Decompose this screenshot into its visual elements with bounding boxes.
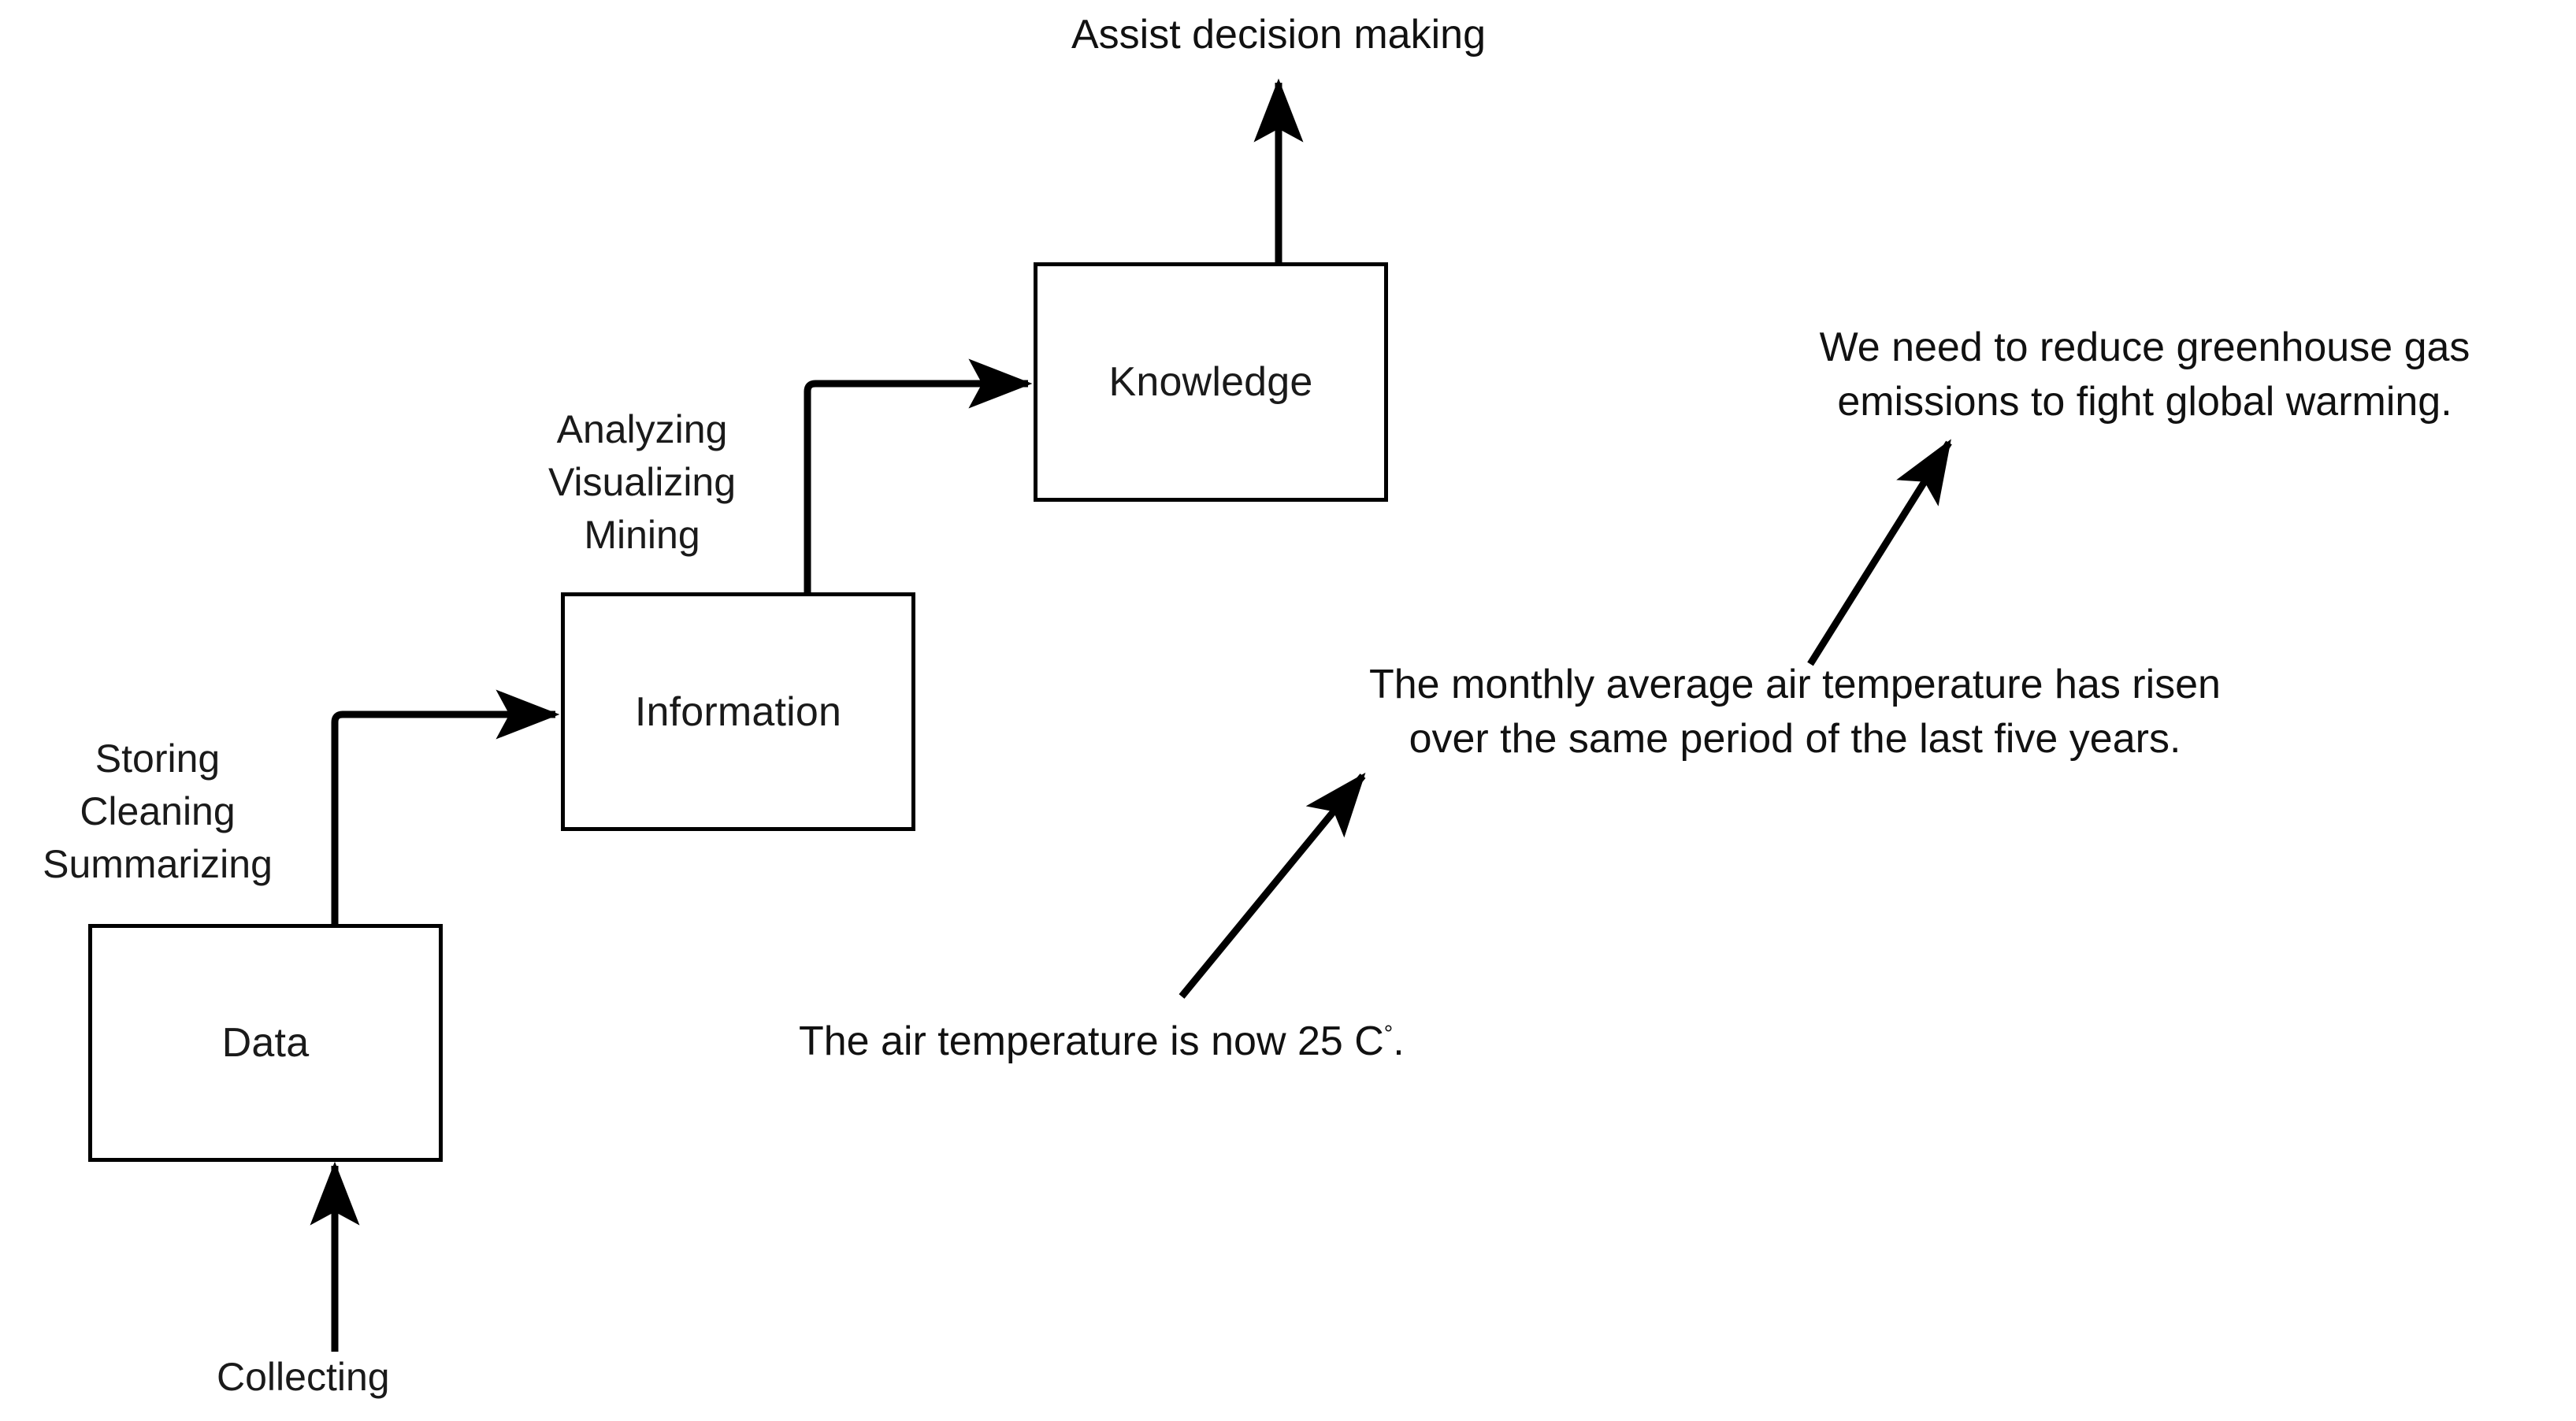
knowledge-example-line1: We need to reduce greenhouse gas (1819, 325, 2470, 370)
information-example-line1: The monthly average air temperature has … (1369, 662, 2221, 707)
arrow-information-example-to-knowledge-example (1807, 439, 1952, 666)
edge-label-mining: Mining (584, 513, 700, 557)
arrow-data-to-information (331, 689, 560, 924)
arrow-information-to-knowledge (804, 358, 1033, 592)
edge-label-cleaning: Cleaning (80, 789, 236, 833)
node-knowledge-label: Knowledge (1108, 359, 1313, 405)
outcome-label-line: Assist decision making (1071, 12, 1486, 58)
edge-label-summarizing: Summarizing (43, 842, 273, 886)
knowledge-example-text: We need to reduce greenhouse gas emissio… (1717, 321, 2572, 429)
node-data-label: Data (221, 1020, 310, 1066)
arrow-data-example-to-information-example (1179, 772, 1366, 999)
edge-label-analyzing-visualizing-mining: Analyzing Visualizing Mining (484, 403, 800, 562)
edge-label-visualizing: Visualizing (547, 460, 737, 504)
information-example-text: The monthly average air temperature has … (1253, 658, 2337, 766)
node-information-label: Information (634, 688, 842, 735)
data-example-line: The air temperature is now 25 C (799, 1018, 1384, 1064)
node-data[interactable]: Data (88, 924, 443, 1162)
edge-label-collecting-line: Collecting (217, 1355, 390, 1399)
node-information[interactable]: Information (561, 592, 915, 831)
information-example-line2: over the same period of the last five ye… (1409, 716, 2181, 762)
edge-label-analyzing: Analyzing (556, 407, 728, 451)
edge-label-collecting: Collecting (20, 1351, 650, 1404)
knowledge-example-line2: emissions to fight global warming. (1837, 379, 2452, 425)
edge-label-storing-cleaning-summarizing: Storing Cleaning Summarizing (0, 733, 315, 891)
data-example-period: . (1393, 1018, 1405, 1064)
node-knowledge[interactable]: Knowledge (1034, 262, 1388, 502)
degree-symbol: ° (1383, 1021, 1394, 1047)
data-example-text: The air temperature is now 25 C°. (799, 1015, 1744, 1069)
outcome-label: Assist decision making (885, 8, 1672, 62)
edge-label-storing: Storing (95, 736, 221, 781)
